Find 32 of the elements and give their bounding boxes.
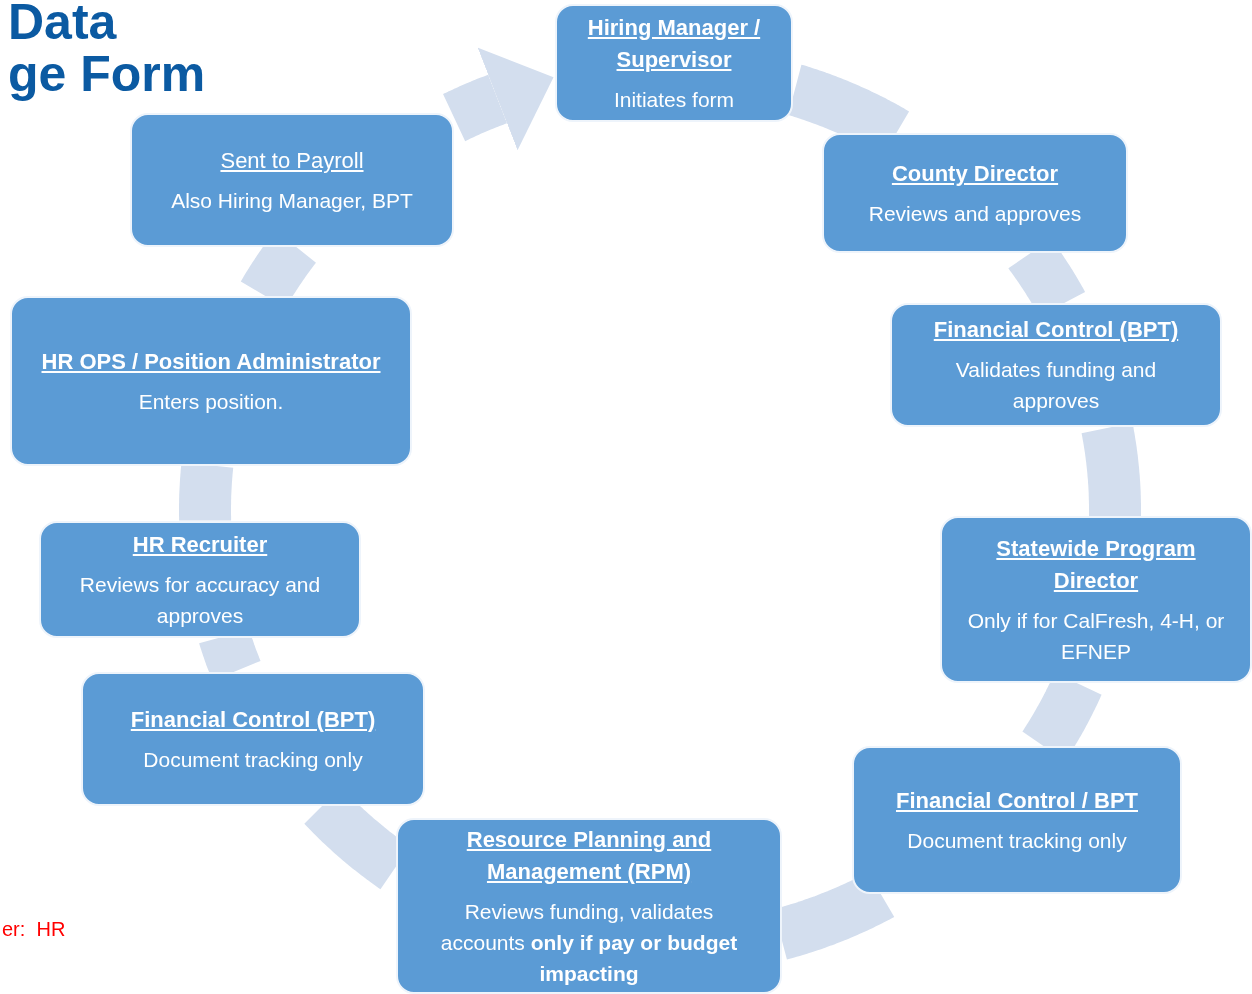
step-heading: Sent to Payroll: [220, 146, 364, 175]
process-box: [396, 818, 782, 994]
step-heading: Financial Control (BPT): [933, 316, 1179, 344]
step-description: Document tracking only: [907, 827, 1127, 854]
process-box: [852, 746, 1182, 894]
note-text: er: HR: [2, 918, 66, 941]
step-heading: Resource Planning and Management (RPM): [465, 825, 713, 886]
step-description: Also Hiring Manager, BPT: [171, 187, 413, 214]
step-description: Only if for CalFresh, 4-H, or EFNEP: [966, 607, 1226, 665]
process-box: [10, 296, 412, 466]
step-heading: Statewide Program Director: [995, 534, 1197, 595]
process-box: [822, 133, 1128, 253]
process-box: [555, 4, 793, 122]
step-heading: Financial Control / BPT: [896, 786, 1138, 815]
step-description: Validates funding and approves: [954, 357, 1158, 414]
step-heading: HR OPS / Position Administrator: [41, 347, 381, 376]
process-box: [130, 113, 454, 247]
step-heading: Financial Control (BPT): [130, 705, 376, 734]
process-box: [81, 672, 425, 806]
step-description: Reviews and approves: [868, 200, 1082, 227]
process-box: [890, 303, 1222, 427]
step-heading: HR Recruiter: [132, 530, 268, 559]
step-heading: Hiring Manager / Supervisor: [586, 13, 762, 74]
step-description: Reviews for accuracy and approves: [78, 571, 322, 629]
step-description: Document tracking only: [143, 746, 363, 773]
step-description: Enters position.: [138, 388, 284, 415]
step-description: Reviews funding, validates accounts only if pay or budget impacting: [439, 898, 739, 987]
process-box: [39, 521, 361, 638]
step-description: Initiates form: [613, 86, 735, 113]
process-box: [940, 516, 1252, 683]
step-heading: County Director: [891, 159, 1059, 188]
title: Data ge Form: [8, 0, 206, 100]
